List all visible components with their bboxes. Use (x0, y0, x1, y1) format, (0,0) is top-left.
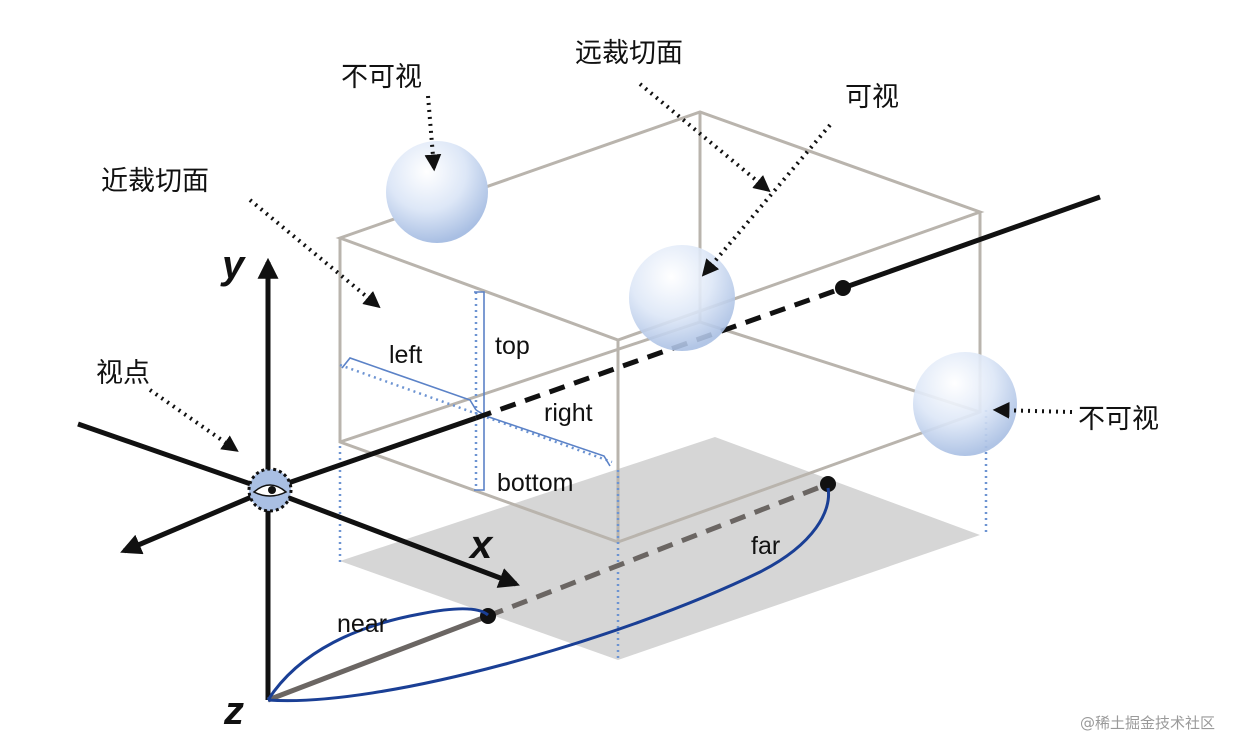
far-depth-point (820, 476, 836, 492)
label-viewpoint: 视点 (96, 358, 150, 389)
watermark: @稀土掘金技术社区 (1080, 714, 1215, 732)
view-axis-solid (267, 415, 477, 493)
sphere-visible (629, 245, 735, 351)
pointer-arrows (148, 82, 1073, 452)
sphere-invisible-right (913, 352, 1017, 456)
axis-label-y: y (220, 243, 246, 287)
sphere-invisible-top (386, 141, 488, 243)
label-left: left (389, 341, 422, 369)
label-invisible-top: 不可视 (341, 62, 422, 93)
horizontal-axis-line (77, 421, 269, 493)
label-far: far (751, 532, 780, 560)
label-near: near (337, 610, 387, 638)
label-visible: 可视 (845, 82, 899, 113)
view-axis-far (842, 194, 1101, 291)
axis-label-x: x (468, 523, 494, 567)
axis-label-z: z (223, 689, 244, 733)
view-axis-dashed (475, 285, 844, 421)
eye-icon (247, 467, 293, 513)
label-far-plane: 远裁切面 (575, 38, 683, 69)
label-right: right (544, 399, 593, 427)
label-near-plane: 近裁切面 (101, 166, 209, 197)
near-plane-guides (339, 291, 613, 491)
axes (77, 194, 1101, 700)
near-bracket-curve (266, 607, 489, 701)
depth-line (266, 476, 836, 703)
far-bracket-curve (267, 487, 831, 703)
label-invisible-right: 不可视 (1078, 404, 1159, 435)
label-bottom: bottom (497, 469, 573, 497)
far-point (835, 280, 851, 296)
label-top: top (495, 332, 530, 360)
